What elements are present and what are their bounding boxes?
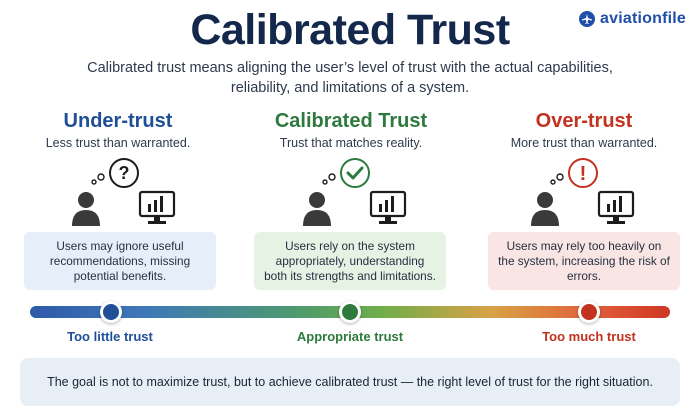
under-trust-description: Users may ignore useful recommendations,… (24, 232, 216, 290)
exclamation-icon: ! (580, 163, 587, 185)
calibrated-trust-description: Users rely on the system appropriately, … (254, 232, 446, 290)
over-trust-subtitle: More trust than warranted. (510, 136, 658, 150)
thought-bubble-icon: ! (550, 158, 598, 188)
brand-name: aviationfile (600, 10, 686, 27)
too-little-trust-marker (100, 301, 122, 323)
check-icon (346, 166, 364, 180)
monitor-chart-icon (597, 190, 635, 224)
column-over-trust: Over-trust More trust than warranted. (474, 108, 694, 150)
under-trust-illustration: ? (68, 158, 188, 228)
footer-note: The goal is not to maximize trust, but t… (20, 358, 680, 406)
airplane-logo-icon (579, 11, 596, 27)
column-under-trust: Under-trust Less trust than warranted. (8, 108, 228, 150)
over-trust-illustration: ! (527, 158, 647, 228)
appropriate-trust-marker (339, 301, 361, 323)
over-trust-title: Over-trust (535, 110, 633, 132)
person-icon (531, 192, 559, 226)
thought-bubble-icon: ? (91, 158, 139, 188)
over-trust-description: Users may rely too heavily on the system… (488, 232, 680, 290)
page-title: Calibrated Trust (190, 6, 510, 54)
column-calibrated-trust: Calibrated Trust Trust that matches real… (241, 108, 461, 150)
calibrated-trust-illustration (299, 158, 419, 228)
under-trust-title: Under-trust (63, 110, 173, 132)
trust-scale-bar (30, 301, 670, 323)
calibrated-trust-title: Calibrated Trust (274, 110, 428, 132)
thought-bubble-icon (322, 158, 370, 188)
monitor-chart-icon (369, 190, 407, 224)
scale-label-appropriate: Appropriate trust (296, 329, 404, 344)
page-subtitle: Calibrated trust means aligning the user… (87, 60, 613, 96)
scale-label-too-much: Too much trust (542, 329, 636, 344)
under-trust-subtitle: Less trust than warranted. (45, 136, 191, 150)
person-icon (303, 192, 331, 226)
monitor-chart-icon (138, 190, 176, 224)
calibrated-trust-subtitle: Trust that matches reality. (279, 136, 423, 150)
too-much-trust-marker (578, 301, 600, 323)
scale-label-too-little: Too little trust (67, 329, 153, 344)
person-icon (72, 192, 100, 226)
brand-logo: aviationfile (579, 10, 686, 28)
question-mark-icon: ? (119, 163, 130, 183)
